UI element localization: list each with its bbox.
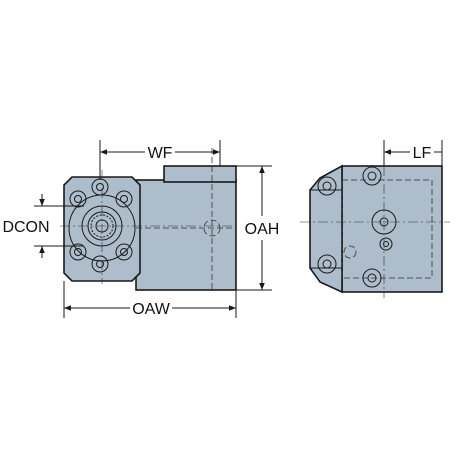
front-bolt-holes (69, 178, 133, 273)
bolt-hole-inner (120, 248, 128, 256)
bolt-hole-inner (120, 195, 128, 203)
side-hidden-hole (343, 245, 357, 259)
side-bolt (317, 176, 337, 196)
front-view (60, 148, 240, 291)
side-bolt-inner (322, 259, 332, 269)
dim-label-wf: WF (148, 145, 173, 162)
bolt-hole-inner (96, 183, 104, 191)
side-bolt (317, 254, 337, 274)
bolt-hole-inner (74, 195, 82, 203)
bolt-hole (69, 243, 87, 261)
dim-label-dcon: DCON (2, 219, 49, 236)
dim-label-lf: LF (413, 145, 432, 162)
side-bolt-inner (367, 171, 377, 181)
bolt-hole (69, 190, 87, 208)
dimension-labels: WF LF DCON OAH OAW (2, 145, 431, 318)
bolt-hole-inner (96, 260, 104, 268)
dim-label-oaw: OAW (132, 301, 171, 318)
side-view (300, 148, 450, 298)
side-bolt (362, 166, 382, 186)
collet-teeth (90, 214, 114, 238)
front-top-step (163, 165, 237, 183)
dimension-lines (34, 140, 443, 318)
bolt-hole (115, 243, 133, 261)
hidden-hole (203, 219, 221, 237)
side-bolt (362, 268, 382, 288)
bolt-hole (115, 190, 133, 208)
bolt-hole-inner (74, 248, 82, 256)
side-bolt-inner (367, 273, 377, 283)
side-small-port (379, 237, 393, 251)
dim-label-oah: OAH (245, 221, 280, 238)
side-small-port-inner (383, 241, 389, 247)
bolt-hole (91, 255, 109, 273)
side-bolt-inner (322, 181, 332, 191)
side-main-body (341, 165, 443, 293)
front-main-body (135, 179, 237, 291)
